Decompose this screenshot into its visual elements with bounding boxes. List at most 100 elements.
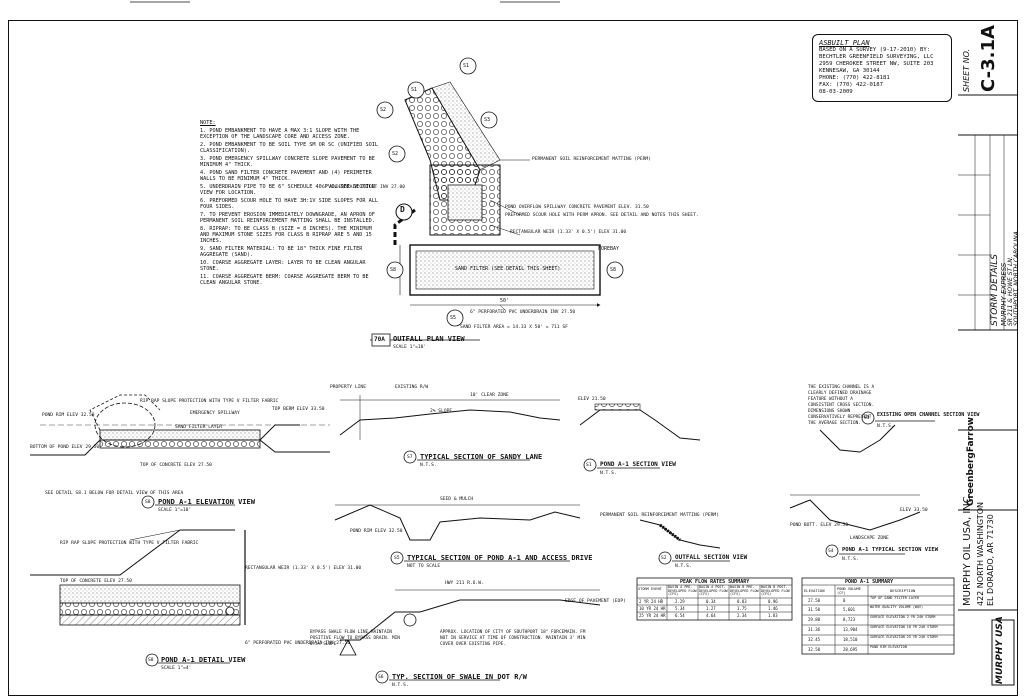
s4-profile — [789, 499, 921, 531]
pond-summary-cell: POND RIM ELEVATION — [870, 645, 907, 649]
outfall-view-scale: SCALE 1"=10' — [393, 345, 427, 350]
pond-summary-cell: 27.50 — [808, 598, 821, 603]
peak-flow-cell: 0.83 — [737, 599, 747, 604]
pond-summary-cell: 29.80 — [808, 617, 821, 622]
pond-summary-table-grid — [801, 577, 955, 655]
note-item: 9. SAND FILTER MATERIAL: TO BE 18" THICK… — [200, 246, 363, 258]
pond-summary-cell: 0 — [843, 598, 846, 603]
peak-flow-cell: 10 YR 24 HR — [639, 606, 666, 611]
s3-view-title: EXISTING OPEN CHANNEL SECTION VIEW — [877, 412, 980, 418]
north-arrow — [339, 639, 357, 656]
sandy-view-id: S7 — [407, 455, 413, 460]
pond-detail-view — [30, 529, 246, 667]
view-bubble — [825, 544, 839, 558]
pond-summary-header: ELEVATION — [804, 588, 825, 593]
note-item: 11. COARSE AGGREGATE BERM: COARSE AGGREG… — [200, 274, 369, 286]
s1-view-id: S1 — [586, 463, 592, 468]
access-pond-rim: POND RIM ELEV 32.50 — [350, 529, 403, 534]
detail-profile — [30, 529, 235, 576]
scour-label: PREFORMED SCOUR HOLE WITH PERM APRON. SE… — [505, 213, 699, 218]
asbuilt-line: 08-03-2009 — [819, 89, 853, 95]
detail-view-id: S8 — [148, 658, 154, 663]
note-item: 6. PREFORMED SCOUR HOLE TO HAVE 3H:1V SI… — [200, 198, 379, 210]
s3-note-label: THE EXISTING CHANNEL IS A CLEARLY DEFINE… — [808, 385, 875, 426]
section-cut-s1 — [407, 81, 425, 99]
access-view-scale: NOT TO SCALE — [407, 564, 441, 569]
view-bubble — [583, 458, 597, 472]
sand-layer-label: SAND FILTER LAYER — [175, 425, 223, 430]
peak-flow-header: STORM EVENT — [638, 587, 662, 591]
pond-summary-header: POND VOLUME (CF) — [837, 587, 861, 595]
s2-view-scale: N.T.S. — [675, 564, 692, 569]
client-address-2: EL DORADO, AR 71730 — [986, 514, 995, 606]
sheet-title: STORM DETAILS — [990, 254, 1000, 326]
clear-zone-label: 10' CLEAR ZONE — [470, 393, 509, 398]
pond-summary-cell: 13,904 — [843, 627, 858, 632]
view-bubble — [375, 670, 389, 684]
s3-view-scale: N.T.S. — [877, 424, 894, 429]
peak-flow-cell: 1.27 — [706, 606, 716, 611]
notes-heading: NOTE: — [200, 120, 216, 126]
note-item: 4. POND SAND FILTER CONCRETE PAVEMENT AN… — [200, 170, 372, 182]
forcemain-pipe — [403, 613, 417, 627]
existing-rw-label: EXISTING R/W — [395, 385, 429, 390]
detail-perforated: 6" PERFORATED PVC UNDERDRAIN INV 27.50 — [245, 641, 351, 646]
hwy-label: HWY 211 R.O.W. — [445, 581, 484, 586]
peak-flow-cell: 1.75 — [737, 606, 747, 611]
s2-profile — [639, 519, 721, 549]
s2-section-view — [639, 519, 730, 565]
detail-rect-weir: RECTANGULAR WEIR (1.33' X 0.5') ELEV 31.… — [245, 566, 362, 571]
sheet-number: C-3.1A — [978, 25, 999, 92]
sandy-view-title: TYPICAL SECTION OF SANDY LANE — [420, 453, 543, 461]
asbuilt-line: 2959 CHEROKEE STREET NW, SUITE 203 — [819, 61, 934, 67]
view-bubble — [141, 495, 155, 509]
peak-flow-cell: 1.46 — [768, 606, 778, 611]
top-berm-label: TOP BERM ELEV 33.50 — [272, 407, 325, 412]
client-name: MURPHY OIL USA, INC. — [962, 493, 973, 606]
pond-summary-cell: 8,723 — [843, 617, 856, 622]
s3-profile — [819, 424, 896, 453]
peak-flow-cell: 1.83 — [768, 613, 778, 618]
swale-view-id: S6 — [378, 675, 384, 680]
section-cut-s8-right — [606, 261, 624, 279]
asbuilt-line: PHONE: (770) 422-8181 — [819, 75, 890, 81]
detail-top-concrete: TOP OF CONCRETE ELEV 27.50 — [60, 579, 132, 584]
view-bubble — [403, 450, 417, 464]
view-bubble — [861, 411, 875, 425]
note-item: 2. POND EMBANKMENT TO BE SOIL TYPE SM OR… — [200, 142, 379, 154]
detail-concrete — [59, 614, 241, 626]
spillway-label: POND OVERFLOW SPILLWAY CONCRETE PAVEMENT… — [505, 205, 649, 210]
section-cut-s3 — [480, 111, 498, 129]
s3-section-view — [819, 411, 935, 453]
s2-view-id: S2 — [661, 556, 667, 561]
cut-label: S1 — [411, 87, 418, 93]
section-cut-s8-left — [386, 261, 404, 279]
s1-section-view — [579, 403, 701, 472]
s4-view-title: POND A-1 TYPICAL SECTION VIEW — [842, 547, 939, 553]
peak-flow-title: PEAK FLOW RATES SUMMARY — [680, 579, 750, 585]
pond-summary-cell: 32.50 — [808, 647, 821, 652]
access-profile — [334, 504, 581, 541]
view-id-box — [371, 333, 391, 347]
s3-view-id: S3 — [864, 416, 870, 421]
sheet-no-label: SHEET NO. — [962, 48, 971, 92]
project-location: SOUTHPORT, NORTH CAROLINA — [1013, 231, 1020, 326]
pond-summary-cell: SURFACE ELEVATION 2 YR 24H STORM — [870, 615, 936, 619]
edge-pavement-label: EDGE OF PAVEMENT (EOP) — [565, 599, 626, 604]
s2-matting-label: PERMANENT SOIL REINFORCEMENT MATTING (PE… — [600, 513, 719, 518]
riprap-label: RIP RAP SLOPE PROTECTION WITH TYPE V FIL… — [140, 399, 279, 404]
general-notes: NOTE: 1. POND EMBANKMENT TO HAVE A MAX 3… — [200, 120, 380, 286]
peak-flow-header: BASIN A POST-DEVELOPED FLOW (CFS) — [699, 585, 728, 597]
rect-weir-label: RECTANGULAR WEIR (1.33' X 0.5') ELEV 31.… — [510, 230, 627, 235]
asbuilt-heading: ASBUILT PLAN — [819, 39, 870, 47]
peak-flow-header: BASIN B PRE-DEVELOPED FLOW (CFS) — [730, 585, 759, 597]
swale-view-title: TYP. SECTION OF SWALE IN DOT R/W — [392, 673, 527, 681]
access-view-id: S5 — [394, 556, 400, 561]
s1-profile — [579, 409, 701, 441]
asbuilt-line: FAX: (770) 422-0187 — [819, 82, 883, 88]
elev-view-title: POND A-1 ELEVATION VIEW — [158, 498, 255, 506]
peak-flow-cell: 2 YR 24 HR — [639, 599, 664, 604]
cut-label: S8 — [390, 267, 397, 273]
s1-view-scale: N.T.S. — [600, 471, 617, 476]
pond-summary-cell: 28,695 — [843, 647, 858, 652]
